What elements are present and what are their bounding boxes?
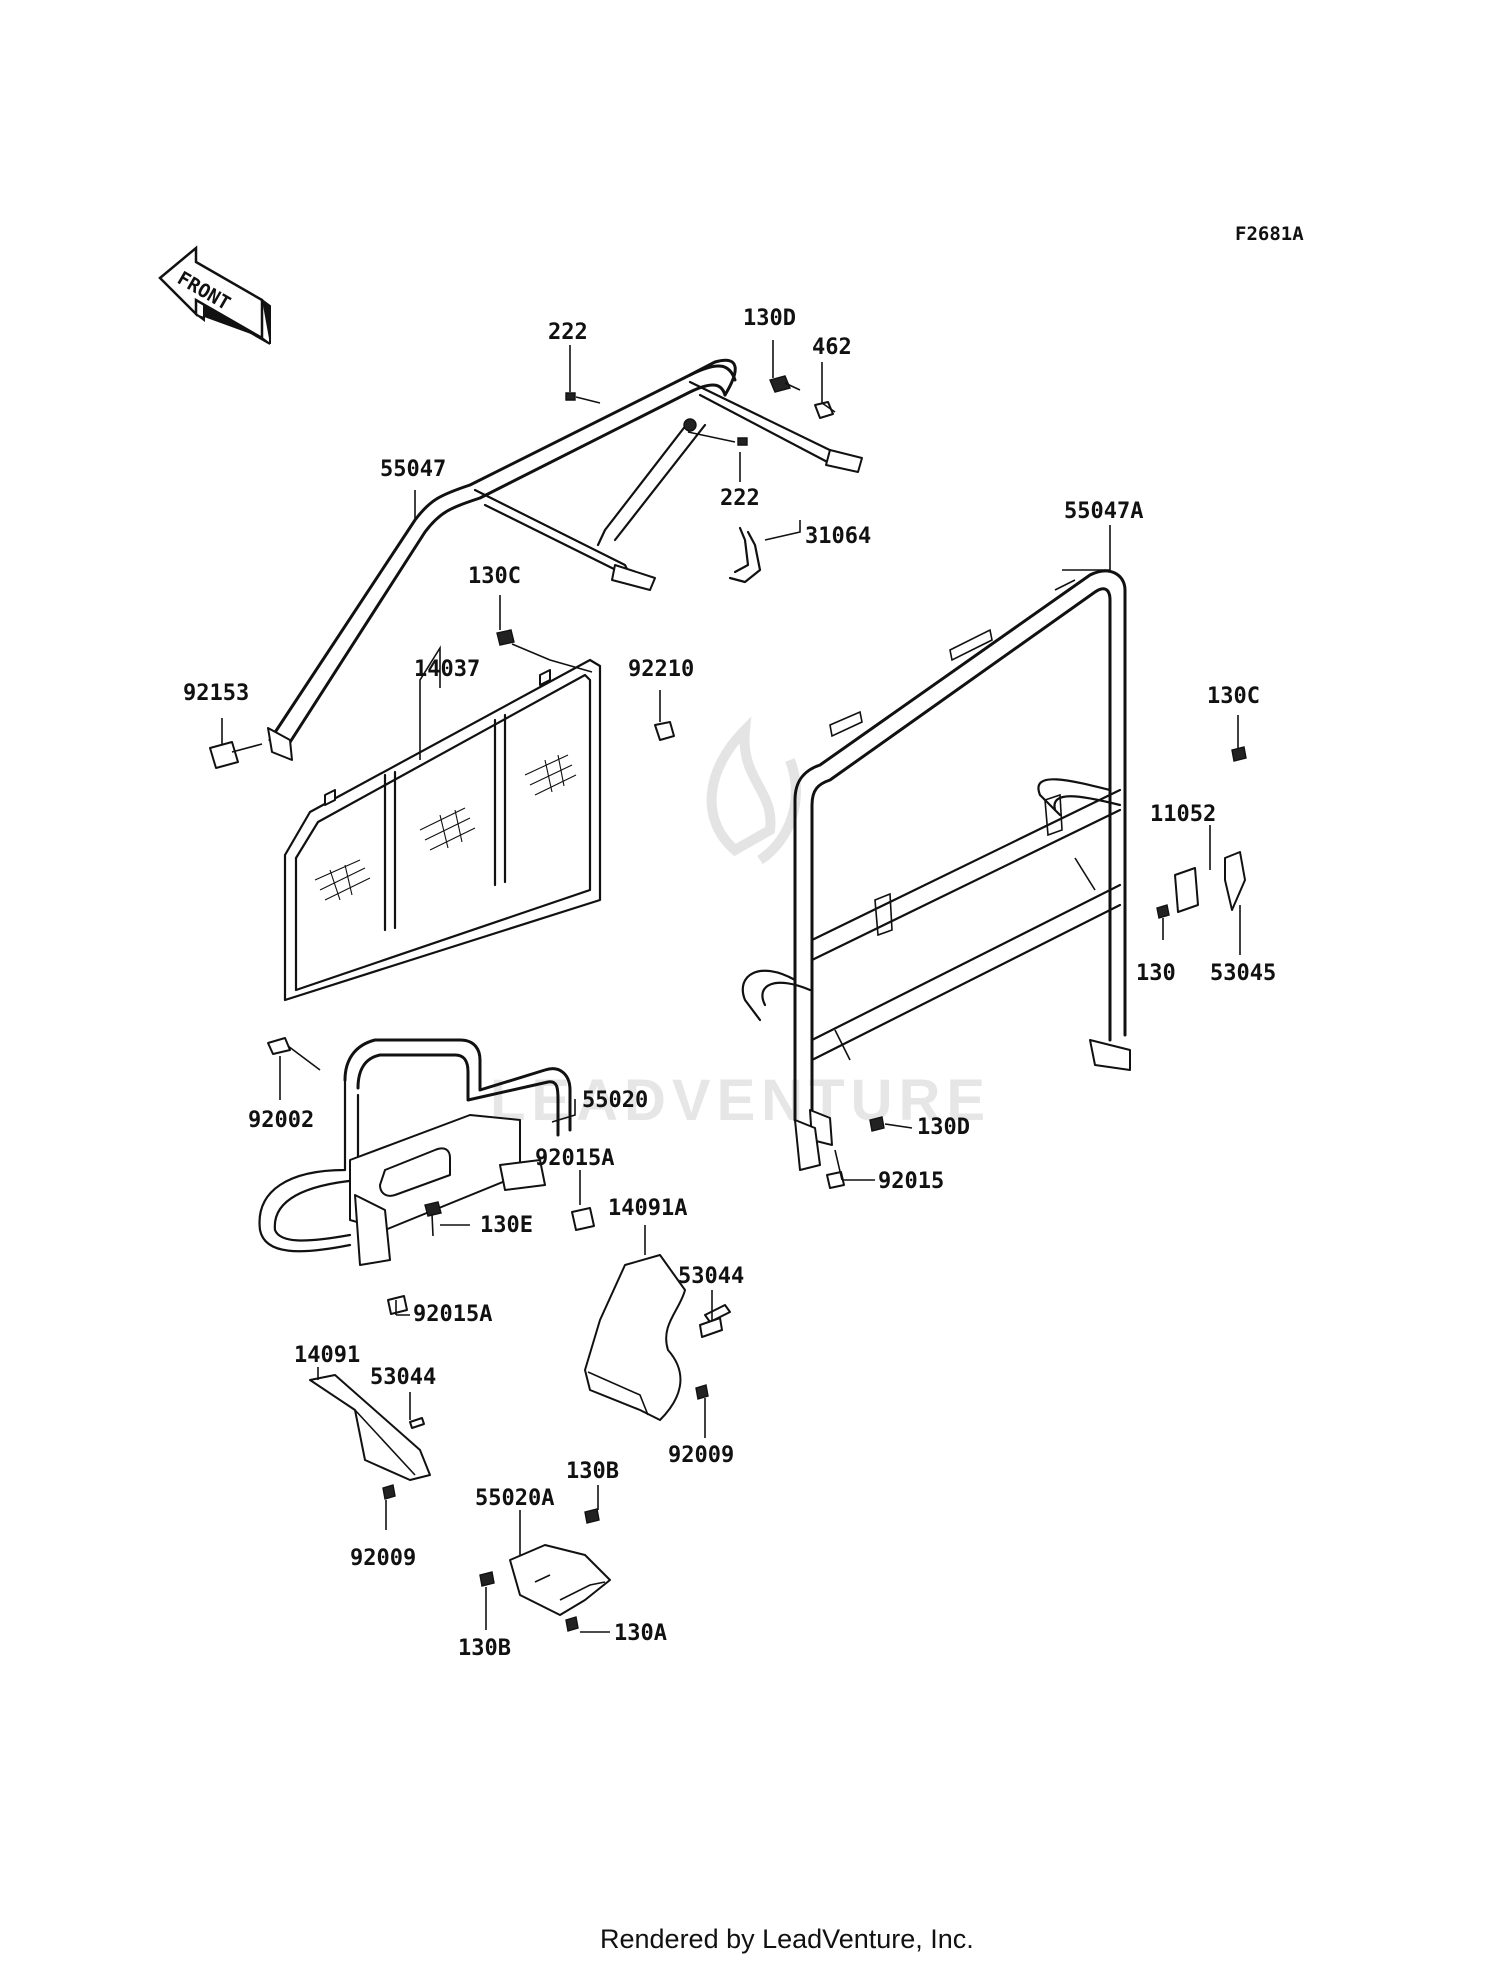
- label-55020[interactable]: 55020: [582, 1088, 648, 1113]
- label-92015a-upper[interactable]: 92015A: [535, 1146, 614, 1171]
- label-55047[interactable]: 55047: [380, 457, 446, 482]
- label-53044-right[interactable]: 53044: [678, 1264, 744, 1289]
- label-130[interactable]: 130: [1136, 961, 1176, 986]
- label-55020a[interactable]: 55020A: [475, 1486, 554, 1511]
- front-bumper-55020: [258, 1038, 572, 1266]
- label-130e[interactable]: 130E: [480, 1213, 533, 1238]
- part-labels: 222 130D 462 55047 222 31064 55047A 130C…: [183, 306, 1276, 1661]
- label-92210[interactable]: 92210: [628, 657, 694, 682]
- roof-frame-55047: [267, 358, 863, 761]
- label-130a[interactable]: 130A: [614, 1621, 667, 1646]
- fasteners: [209, 375, 1247, 1632]
- label-92015a-lower[interactable]: 92015A: [413, 1302, 492, 1327]
- label-130c-right[interactable]: 130C: [1207, 684, 1260, 709]
- label-92009-right[interactable]: 92009: [668, 1443, 734, 1468]
- label-14091[interactable]: 14091: [294, 1343, 360, 1368]
- footer-credit: Rendered by LeadVenture, Inc.: [600, 1924, 974, 1954]
- front-arrow-icon: FRONT: [158, 245, 271, 345]
- leader-lines: [221, 340, 1241, 1633]
- label-11052[interactable]: 11052: [1150, 802, 1216, 827]
- label-14037[interactable]: 14037: [414, 657, 480, 682]
- label-92002[interactable]: 92002: [248, 1108, 314, 1133]
- label-92015[interactable]: 92015: [878, 1169, 944, 1194]
- label-55047a[interactable]: 55047A: [1064, 499, 1143, 524]
- watermark-text: LEADVENTURE: [490, 1068, 991, 1133]
- label-222-lower[interactable]: 222: [720, 486, 760, 511]
- screen-14037: [283, 658, 602, 1002]
- label-53044-left[interactable]: 53044: [370, 1365, 436, 1390]
- label-130c-left[interactable]: 130C: [468, 564, 521, 589]
- label-92009-left[interactable]: 92009: [350, 1546, 416, 1571]
- label-130b-top[interactable]: 130B: [566, 1459, 619, 1484]
- leadventure-watermark: LEADVENTURE: [490, 716, 991, 1133]
- label-462[interactable]: 462: [812, 335, 852, 360]
- label-14091a[interactable]: 14091A: [608, 1196, 687, 1221]
- label-53045[interactable]: 53045: [1210, 961, 1276, 986]
- skid-plate-55020a: [509, 1544, 611, 1616]
- label-222-top[interactable]: 222: [548, 320, 588, 345]
- label-92153[interactable]: 92153: [183, 681, 249, 706]
- label-31064[interactable]: 31064: [805, 524, 871, 549]
- guard-plate-14091: [309, 1374, 431, 1481]
- diagram-code: F2681A: [1235, 223, 1304, 245]
- label-130d-right[interactable]: 130D: [917, 1115, 970, 1140]
- rear-frame-55047a: [741, 569, 1131, 1171]
- label-130d-top[interactable]: 130D: [743, 306, 796, 331]
- label-130b-bottom[interactable]: 130B: [458, 1636, 511, 1661]
